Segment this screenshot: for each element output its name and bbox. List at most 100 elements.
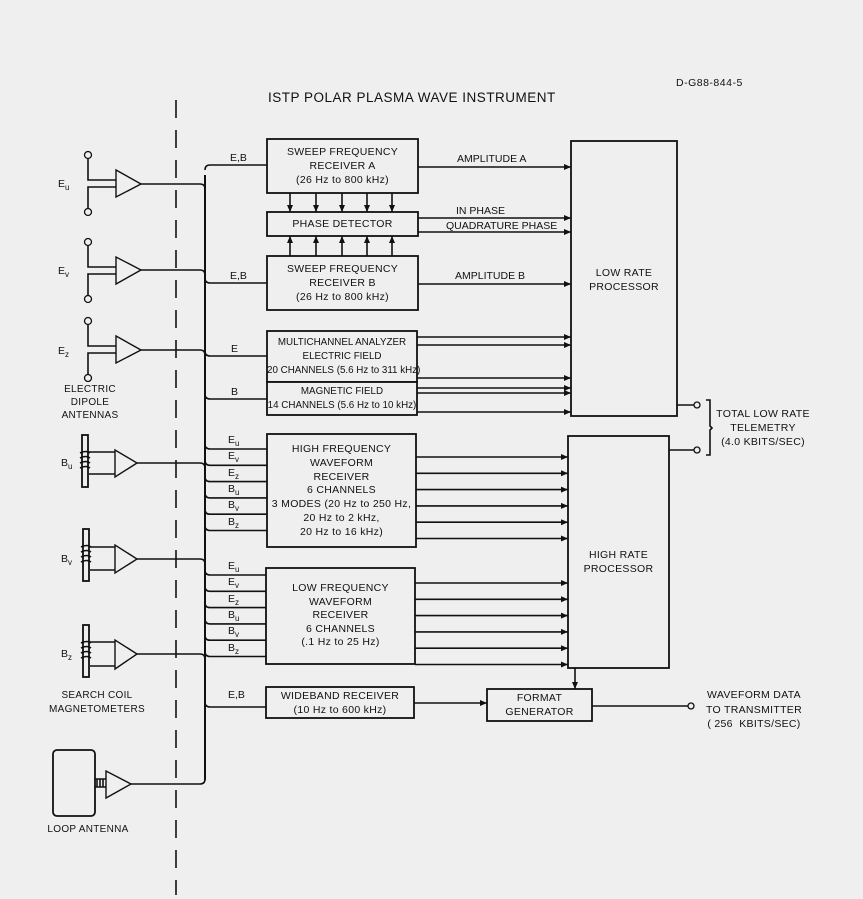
- tap-mca-b: [204, 393, 267, 400]
- amplitude-b-label: AMPLITUDE B: [455, 270, 526, 282]
- waveform-channel-label: Eu: [228, 434, 240, 448]
- mca-electric-label: MULTICHANNEL ANALYZER ELECTRIC FIELD 20 …: [267, 337, 421, 376]
- tap-sfr-b: [204, 277, 267, 284]
- wideband-label: WIDEBAND RECEIVER (10 Hz to 600 kHz): [280, 690, 400, 716]
- loop-antenna: [52, 749, 206, 817]
- amplifier-icon: [115, 255, 143, 286]
- high-rate-processor-label: HIGH RATE PROCESSOR: [583, 549, 654, 575]
- phase-detector-label: PHASE DETECTOR: [292, 218, 393, 230]
- wideband-box: [265, 686, 415, 719]
- telemetry-terminal-icon: [693, 446, 701, 454]
- waveform-channel-label: Bu: [228, 608, 240, 623]
- waveform-input-tap: [204, 509, 267, 515]
- waveform-channel-label: Bz: [228, 515, 240, 530]
- sfr-b-label: SWEEP FREQUENCY RECEIVER B (26 Hz to 800…: [286, 263, 399, 303]
- telemetry-bracket-icon: [706, 399, 714, 456]
- low-rate-processor-label: LOW RATE PROCESSOR: [589, 267, 659, 293]
- search-coil-bv: [80, 528, 206, 582]
- waveform-input-tap: [204, 443, 267, 450]
- antenna-label-bz: Bz: [61, 648, 73, 662]
- sfr-a-label: SWEEP FREQUENCY RECEIVER A (26 Hz to 800…: [286, 146, 399, 186]
- amplifier-icon: [115, 334, 143, 365]
- amplifier-icon: [105, 769, 133, 800]
- waveform-input-tap: [204, 492, 267, 499]
- tap-wideband: [204, 701, 267, 708]
- waveform-output-terminal-icon: [687, 702, 695, 710]
- antenna-label-eu: Eu: [58, 178, 70, 192]
- loop-antenna-caption: LOOP ANTENNA: [47, 824, 129, 835]
- in-phase-label: IN PHASE: [456, 205, 506, 217]
- waveform-data-label: WAVEFORM DATA TO TRANSMITTER ( 256 KBITS…: [706, 689, 802, 730]
- electric-antenna-ev: [83, 237, 206, 304]
- electric-antenna-ez: [83, 316, 206, 383]
- dipole-terminal-icon: [83, 373, 93, 383]
- search-coil-bu: [79, 434, 206, 488]
- input-label-sfr-b: E,B: [230, 270, 247, 282]
- phase-detector-links: [287, 193, 395, 256]
- search-coil-caption: SEARCH COIL MAGNETOMETERS: [49, 690, 145, 715]
- sfr-b-box: [266, 255, 419, 311]
- electric-antenna-eu: [83, 150, 206, 217]
- waveform-input-tap: [204, 635, 266, 641]
- dipole-terminal-icon: [83, 237, 93, 247]
- format-generator-label: FORMAT GENERATOR: [505, 692, 574, 718]
- input-label-sfr-a: E,B: [230, 152, 247, 164]
- waveform-channel-label: Ev: [228, 450, 240, 465]
- waveform-channel-label: Bv: [228, 499, 240, 514]
- waveform-channel-label: Ev: [228, 576, 240, 591]
- telemetry-terminal-icon: [693, 401, 701, 409]
- waveform-input-tap: [204, 651, 266, 658]
- waveform-input-tap: [204, 618, 266, 625]
- waveform-input-tap: [204, 586, 266, 593]
- mca-output-lines: [417, 334, 571, 415]
- waveform-input-tap: [204, 602, 266, 609]
- dipole-terminal-icon: [83, 316, 93, 326]
- hfwr-output-lines: [416, 454, 568, 542]
- hfwr-label: HIGH FREQUENCY WAVEFORM RECEIVER 6 CHANN…: [271, 443, 412, 538]
- amplifier-icon: [114, 638, 139, 671]
- tap-sfr-a: [204, 164, 267, 171]
- waveform-channel-label: Bu: [228, 482, 240, 497]
- document-id: D-G88-844-5: [676, 77, 743, 89]
- input-label-mca-e: E: [231, 343, 239, 355]
- amplitude-a-label: AMPLITUDE A: [457, 153, 527, 165]
- lfwr-output-lines: [415, 580, 568, 668]
- waveform-input-tap: [204, 525, 267, 532]
- waveform-channel-label: Ez: [228, 466, 240, 481]
- lfwr-input-taps: [204, 569, 266, 658]
- input-label-wideband: E,B: [228, 689, 245, 701]
- antenna-label-ez: Ez: [58, 345, 70, 359]
- antenna-label-bu: Bu: [61, 457, 73, 471]
- antenna-label-ev: Ev: [58, 265, 70, 279]
- tap-mca-e: [204, 350, 267, 357]
- format-generator-box: [486, 688, 593, 722]
- waveform-channel-label: Eu: [228, 560, 240, 574]
- waveform-input-tap: [204, 476, 267, 483]
- electric-antennas-caption: ELECTRIC DIPOLE ANTENNAS: [61, 384, 119, 421]
- mca-electric-box: [266, 330, 418, 383]
- high-rate-processor-box: [567, 435, 670, 669]
- mca-magnetic-label: MAGNETIC FIELD 14 CHANNELS (5.6 Hz to 10…: [267, 386, 417, 411]
- antenna-label-bv: Bv: [61, 553, 73, 567]
- quadrature-phase-label: QUADRATURE PHASE: [446, 220, 558, 232]
- dipole-terminal-icon: [83, 150, 93, 160]
- input-label-mca-b: B: [231, 386, 239, 398]
- waveform-channel-label: Ez: [228, 592, 240, 607]
- telemetry-label: TOTAL LOW RATE TELEMETRY (4.0 KBITS/SEC): [716, 408, 810, 448]
- hfwr-box: [266, 433, 417, 548]
- waveform-input-tap: [204, 460, 267, 467]
- mca-magnetic-box: [266, 381, 418, 416]
- search-coil-bz: [80, 624, 206, 678]
- lfwr-box: [265, 567, 416, 665]
- waveform-channel-label: Bz: [228, 641, 240, 656]
- lfwr-label: LOW FREQUENCY WAVEFORM RECEIVER 6 CHANNE…: [292, 582, 389, 649]
- waveform-channel-label: Bv: [228, 625, 240, 640]
- amplifier-icon: [114, 543, 139, 575]
- low-rate-processor-box: [570, 140, 678, 417]
- hfwr-input-taps: [204, 443, 267, 532]
- amplifier-icon: [115, 168, 143, 199]
- dipole-terminal-icon: [83, 207, 93, 217]
- loop-antenna-icon: [52, 749, 96, 817]
